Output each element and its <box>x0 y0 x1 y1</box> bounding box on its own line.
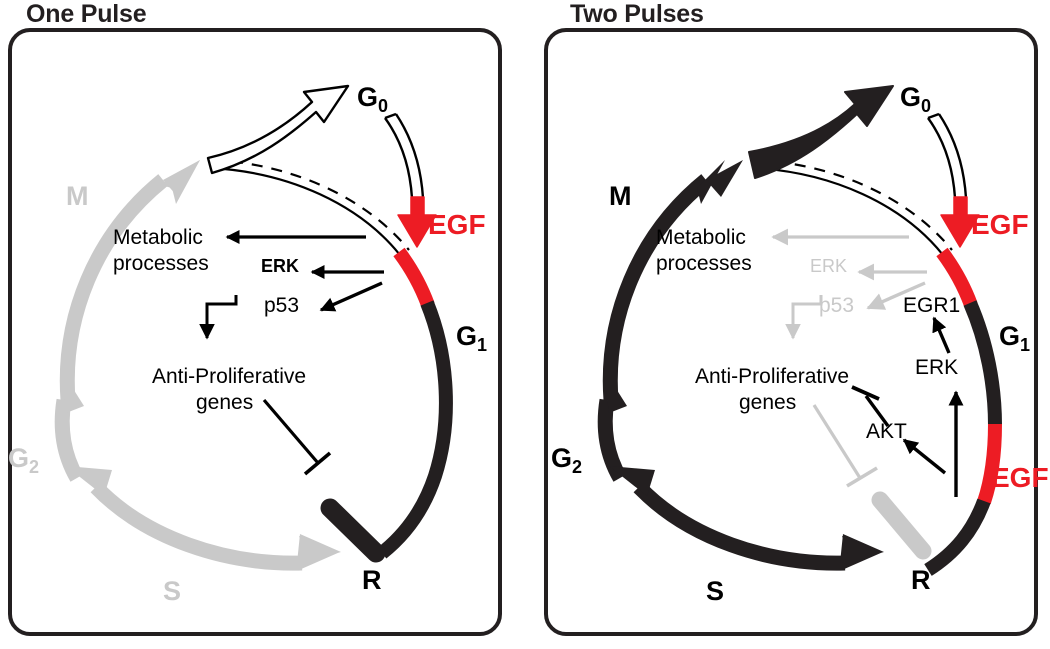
panel-one-pulse: One Pulse <box>8 0 502 636</box>
panel-two-pulses: Two Pulses <box>525 0 1050 649</box>
panel-frame-left <box>8 28 502 636</box>
panel-frame-right <box>544 28 1038 636</box>
panel-title-two-pulses: Two Pulses <box>570 0 704 28</box>
panel-title-one-pulse: One Pulse <box>26 0 147 28</box>
